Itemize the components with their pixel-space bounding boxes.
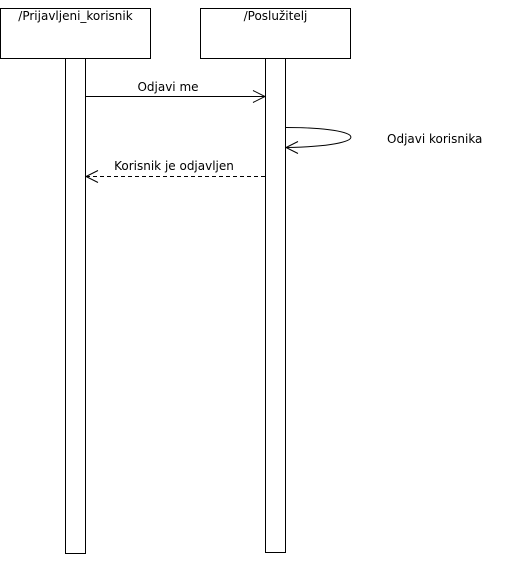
message-odjavi-me: Odjavi me	[86, 80, 267, 103]
participant-label-prijavljeni-korisnik: /Prijavljeni_korisnik	[18, 9, 132, 23]
message-label-odjavi-me: Odjavi me	[137, 80, 198, 94]
open-arrowhead-icon	[284, 141, 299, 154]
message-korisnik-je-odjavljen: Korisnik je odjavljen	[84, 159, 265, 183]
activation-bar-posluzitelj	[265, 58, 286, 553]
message-odjavi-korisnika: Odjavi korisnika	[284, 127, 482, 154]
participant-prijavljeni-korisnik: /Prijavljeni_korisnik	[0, 8, 151, 59]
open-arrowhead-icon	[84, 170, 99, 183]
message-label-korisnik-je-odjavljen: Korisnik je odjavljen	[114, 159, 234, 173]
participant-posluzitelj: /Poslužitelj	[200, 8, 351, 59]
participant-box-prijavljeni-korisnik	[0, 8, 151, 59]
activation-bar-prijavljeni-korisnik	[65, 58, 86, 554]
participant-box-posluzitelj	[200, 8, 351, 59]
participant-label-posluzitelj: /Poslužitelj	[244, 9, 308, 23]
open-arrowhead-icon	[252, 90, 267, 103]
self-message-loop	[285, 127, 352, 148]
message-label-odjavi-korisnika: Odjavi korisnika	[387, 132, 482, 146]
